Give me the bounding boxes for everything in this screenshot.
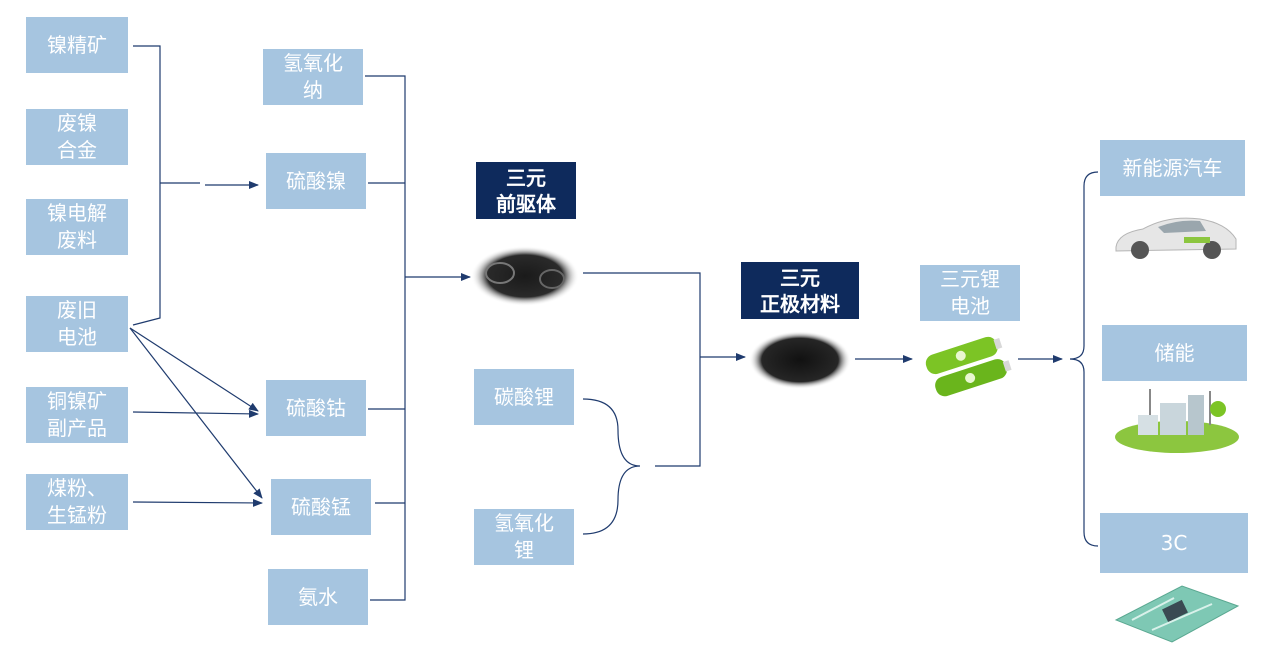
raw-material-spent-battery: 废旧 电池	[26, 296, 128, 352]
lithium-brace	[582, 398, 641, 535]
arrow-battery-to-cobalt	[129, 327, 259, 412]
raw-material-nickel-concentrate: 镍精矿	[26, 17, 128, 73]
chemical-ammonia-water: 氨水	[268, 569, 368, 625]
lithium-carbonate: 碳酸锂	[474, 369, 574, 425]
solar-wind-icon	[1115, 389, 1239, 453]
chemicals-bracket	[365, 75, 406, 601]
application-3c: 3C	[1100, 513, 1248, 573]
cathode-label: 三元 正极材料	[741, 262, 859, 319]
arrow-coal-to-manganese	[132, 498, 263, 507]
raw-material-copper-nickel-byproduct: 铜镍矿 副产品	[26, 387, 128, 443]
circuit-board-icon	[1114, 585, 1240, 643]
black-powder-icon	[471, 246, 579, 306]
precursor-link	[583, 272, 701, 467]
cathode-powder-icon	[749, 331, 851, 389]
application-storage: 储能	[1102, 325, 1247, 381]
chemical-sodium-hydroxide: 氢氧化 纳	[263, 49, 363, 105]
application-ev: 新能源汽车	[1100, 140, 1245, 196]
chemical-nickel-sulfate: 硫酸镍	[266, 153, 366, 209]
raw-material-nickel-electrolysis-waste: 镍电解 废料	[26, 199, 128, 255]
chemical-cobalt-sulfate: 硫酸钴	[266, 380, 366, 436]
green-battery-icon	[925, 336, 1012, 397]
battery-label: 三元锂 电池	[920, 265, 1020, 321]
raw-material-coal-manganese-powder: 煤粉、 生锰粉	[26, 474, 128, 530]
raw-brace-line	[132, 45, 161, 326]
precursor-label: 三元 前驱体	[476, 162, 576, 219]
arrow-cu-ni-to-cobalt	[132, 409, 259, 418]
lithium-hydroxide: 氢氧化 锂	[474, 509, 574, 565]
raw-material-scrap-nickel-alloy: 废镍 合金	[26, 109, 128, 165]
car-icon	[1115, 217, 1237, 259]
applications-brace	[1069, 171, 1099, 547]
chemical-manganese-sulfate: 硫酸锰	[271, 479, 371, 535]
